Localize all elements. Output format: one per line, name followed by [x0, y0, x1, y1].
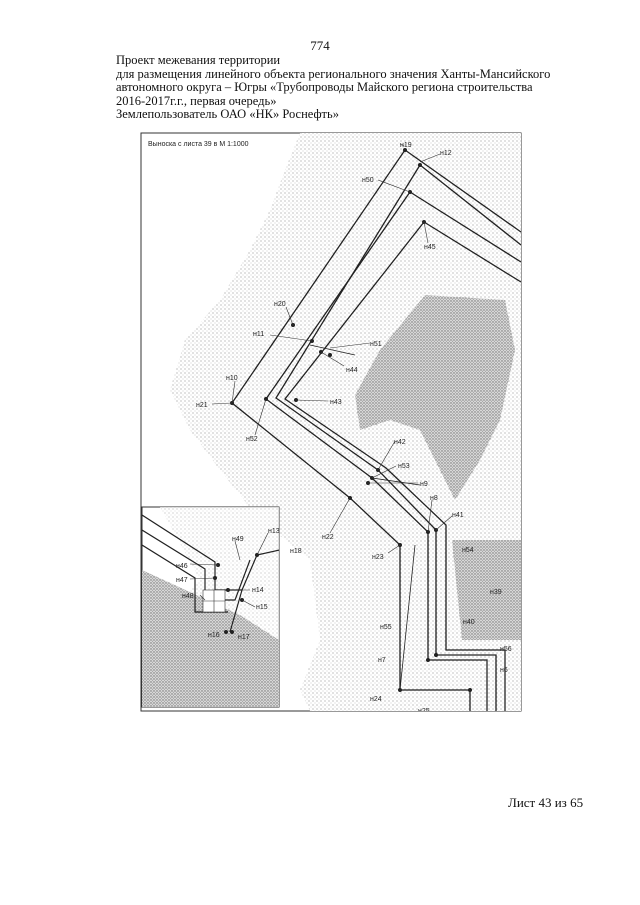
- document-header: Проект межевания территории для размещен…: [116, 53, 596, 122]
- point-label: н19: [400, 142, 412, 149]
- point-label: н52: [246, 436, 258, 443]
- header-line: 2016-2017г.г., первая очередь»: [116, 93, 277, 108]
- terrain-area: [170, 133, 521, 711]
- point-label: н15: [256, 604, 268, 611]
- header-line: Землепользователь ОАО «НК» Роснефть»: [116, 107, 339, 121]
- point-label: н54: [462, 547, 474, 554]
- point-label: н7: [378, 657, 386, 664]
- sheet-number: Лист 43 из 65: [508, 795, 584, 810]
- point-label: н53: [398, 463, 410, 470]
- point-label: н13: [268, 528, 280, 535]
- building-structure: [202, 589, 226, 613]
- point-label: н44: [346, 367, 358, 374]
- point-label: н16: [208, 632, 220, 639]
- point-label: н24: [370, 696, 382, 703]
- point-label: н43: [330, 399, 342, 406]
- point-label: н20: [274, 301, 286, 308]
- point-label: н47: [176, 577, 188, 584]
- point-label: н14: [252, 587, 264, 594]
- point-label: н48: [182, 593, 194, 600]
- point-label: н42: [394, 439, 406, 446]
- point-label: н46: [176, 563, 188, 570]
- dense-area: [452, 540, 521, 640]
- point-label: н39: [490, 589, 502, 596]
- point-label: н56: [500, 646, 512, 653]
- header-line: автономного округа – Югры «Трубопроводы …: [116, 80, 533, 94]
- header-line: для размещения линейного объекта региона…: [116, 66, 551, 81]
- terrain-band: [420, 150, 521, 280]
- point-label: н9: [420, 481, 428, 488]
- point-label: н49: [232, 536, 244, 543]
- point-label: н51: [370, 341, 382, 348]
- point-label: н11: [253, 331, 264, 338]
- dense-area: [355, 295, 515, 500]
- callout-title: Выноска с листа 39 в М 1:1000: [148, 141, 249, 148]
- point-label: н25: [418, 708, 430, 715]
- header-line: Проект межевания территории: [116, 53, 281, 67]
- point-label: н8: [430, 495, 438, 502]
- point-label: н55: [380, 624, 392, 631]
- point-label: н6: [500, 667, 508, 674]
- point-label: н18: [290, 548, 302, 555]
- point-label: н21: [196, 402, 208, 409]
- point-label: н45: [424, 244, 436, 251]
- point-label: н17: [238, 634, 250, 641]
- point-label: н40: [463, 619, 475, 626]
- point-label: н22: [322, 534, 334, 541]
- page-number: 774: [310, 38, 330, 53]
- point-label: н50: [362, 177, 374, 184]
- point-label: н10: [226, 375, 238, 382]
- point-label: н23: [372, 554, 384, 561]
- point-label: н12: [440, 150, 452, 157]
- point-label: н41: [452, 512, 464, 519]
